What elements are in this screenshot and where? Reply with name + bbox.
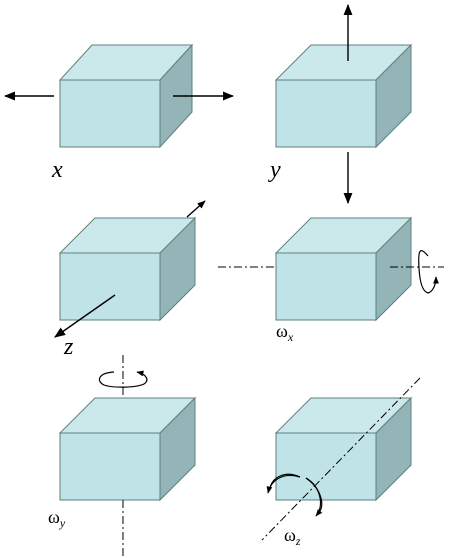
cube-translation-x: x — [3, 43, 235, 183]
cube-rotation-y: ωy — [48, 355, 197, 556]
label-omega-z: ωz — [284, 525, 301, 548]
label-x: x — [51, 157, 63, 183]
label-y: y — [268, 157, 281, 183]
cube-translation-z: z — [54, 200, 206, 360]
cube-rotation-x: ωx — [218, 216, 444, 344]
omega-x-rotation-arrow — [418, 250, 439, 294]
z-arrow-back — [186, 200, 206, 218]
label-omega-y: ωy — [48, 507, 66, 530]
z-rotation-axis — [261, 377, 421, 541]
omega-y-rotation-arrow — [98, 370, 148, 388]
label-omega-x: ωx — [276, 321, 294, 344]
label-z: z — [63, 334, 74, 360]
z-arrow-front — [54, 294, 116, 338]
cube-rotation-z: ωz — [261, 377, 421, 548]
cube-translation-y: y — [268, 3, 413, 205]
